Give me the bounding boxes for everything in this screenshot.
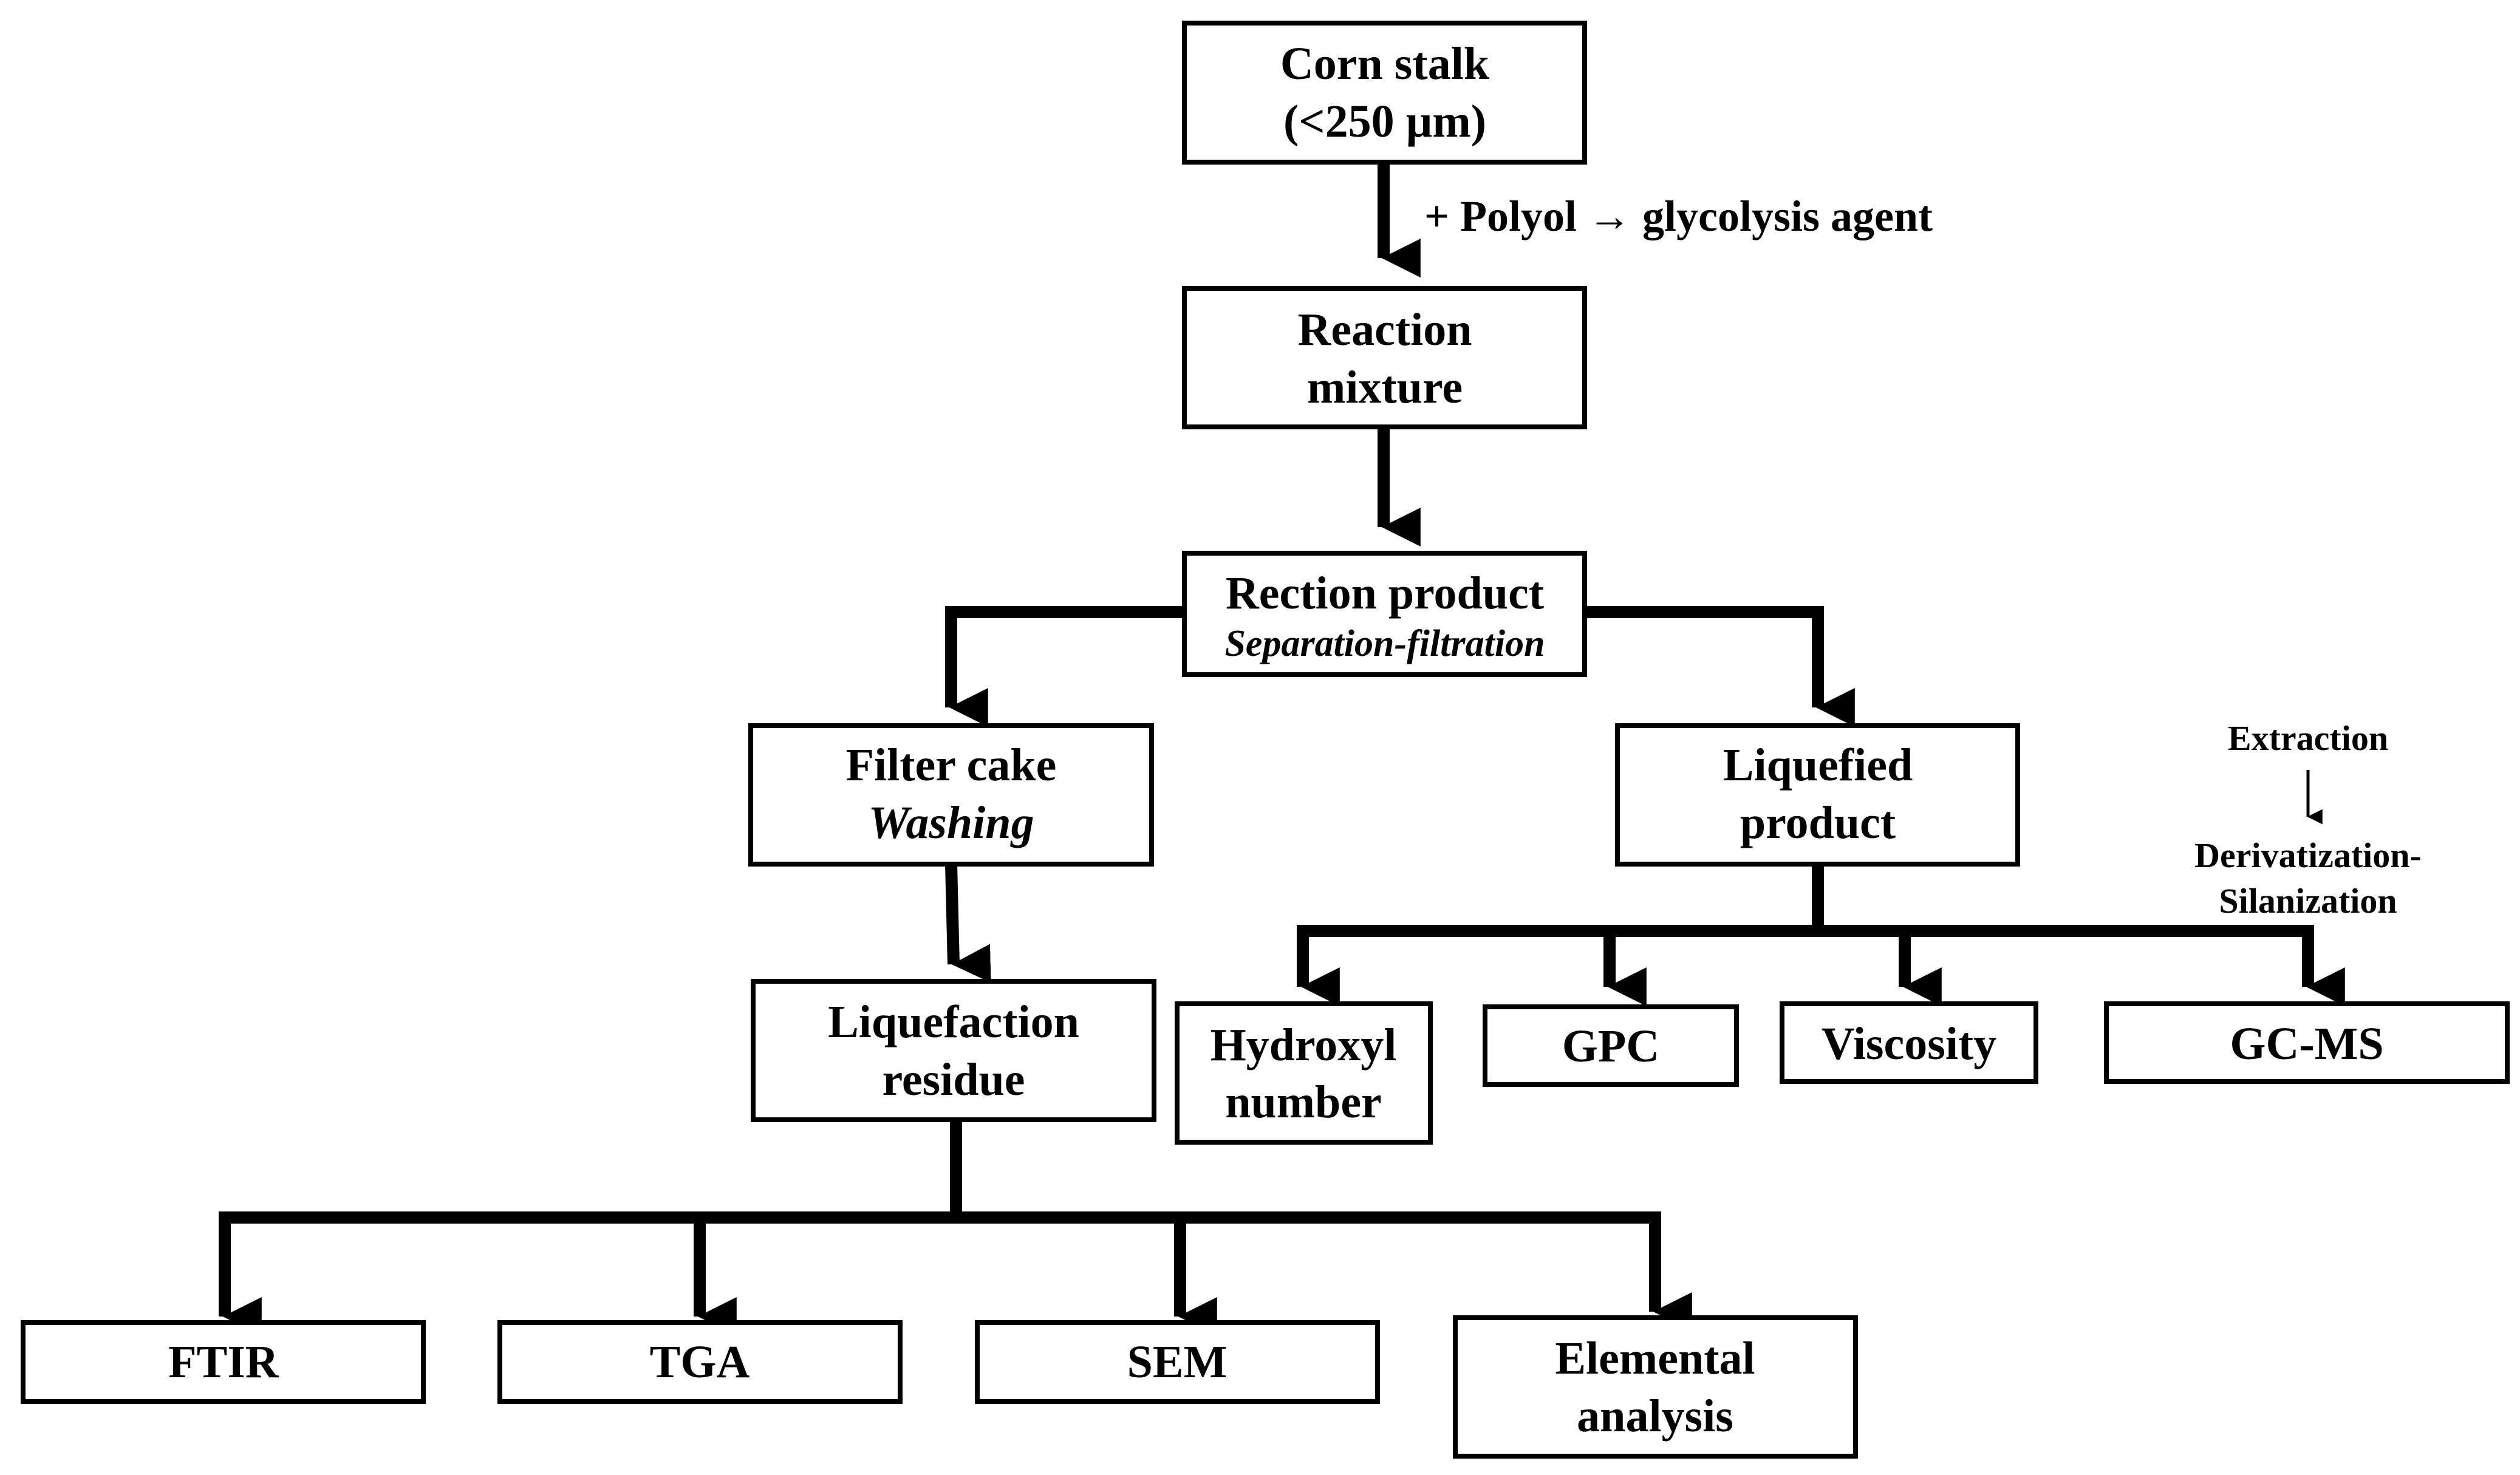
arrow-product-to-liquefied: [1585, 606, 1855, 727]
ftir-label: FTIR: [168, 1337, 279, 1388]
box-elemental-analysis: Elemental analysis: [1453, 1315, 1858, 1459]
box-tga: TGA: [497, 1320, 903, 1404]
reaction-mixture-label-line-1: Reaction: [1297, 304, 1472, 355]
arrow-product-to-filtercake: [945, 606, 1184, 727]
arrow-filtercake-to-residue: [945, 864, 991, 983]
box-filter-cake: Filter cake Washing: [748, 723, 1154, 867]
box-gpc: GPC: [1483, 1004, 1739, 1087]
polyol-annotation: + Polyol → glycolysis agent: [1424, 192, 1933, 240]
liquefied-product-label-line-1: Liquefied: [1723, 740, 1913, 791]
box-liquefied-product: Liquefied product: [1615, 723, 2020, 867]
viscosity-label: Viscosity: [1822, 1018, 1997, 1069]
elemental-analysis-label-line-1: Elemental: [1555, 1333, 1755, 1384]
liquefaction-residue-label-line-1: Liquefaction: [828, 996, 1079, 1047]
box-reaction-product: Rection product Separation-filtration: [1182, 551, 1587, 677]
filter-cake-subtitle: Washing: [868, 797, 1034, 848]
box-reaction-mixture: Reaction mixture: [1182, 286, 1587, 429]
corn-stalk-label-line-2: (<250 µm): [1283, 96, 1486, 147]
extraction-annotation: Extraction: [2228, 718, 2388, 758]
box-corn-stalk: Corn stalk (<250 µm): [1182, 21, 1587, 165]
box-gcms: GC-MS: [2104, 1001, 2510, 1084]
hydroxyl-number-label-line-1: Hydroxyl: [1210, 1020, 1397, 1071]
derivatization-annotation-line-2: Silanization: [2219, 881, 2397, 921]
reaction-mixture-label-line-2: mixture: [1307, 362, 1463, 413]
gpc-label: GPC: [1562, 1021, 1659, 1072]
reaction-product-title: Rection product: [1226, 568, 1544, 619]
box-viscosity: Viscosity: [1780, 1001, 2038, 1084]
box-liquefaction-residue: Liquefaction residue: [751, 979, 1156, 1122]
hydroxyl-number-label-line-2: number: [1225, 1077, 1382, 1128]
elemental-analysis-label-line-2: analysis: [1577, 1391, 1733, 1442]
filter-cake-title: Filter cake: [846, 740, 1057, 791]
tga-label: TGA: [650, 1337, 750, 1388]
box-sem: SEM: [975, 1320, 1380, 1404]
sem-label: SEM: [1127, 1337, 1228, 1388]
liquefied-product-label-line-2: product: [1740, 797, 1896, 848]
derivatization-annotation-line-1: Derivatization-: [2194, 836, 2422, 875]
box-ftir: FTIR: [21, 1320, 426, 1404]
connectors: [219, 162, 2345, 1337]
annotations: + Polyol → glycolysis agent Extraction D…: [1424, 192, 2422, 921]
corn-stalk-label-line-1: Corn stalk: [1280, 38, 1490, 89]
liquefaction-residue-label-line-2: residue: [882, 1054, 1025, 1105]
reaction-product-subtitle: Separation-filtration: [1224, 623, 1545, 664]
box-hydroxyl-number: Hydroxyl number: [1175, 1001, 1433, 1145]
gcms-label: GC-MS: [2230, 1018, 2383, 1069]
